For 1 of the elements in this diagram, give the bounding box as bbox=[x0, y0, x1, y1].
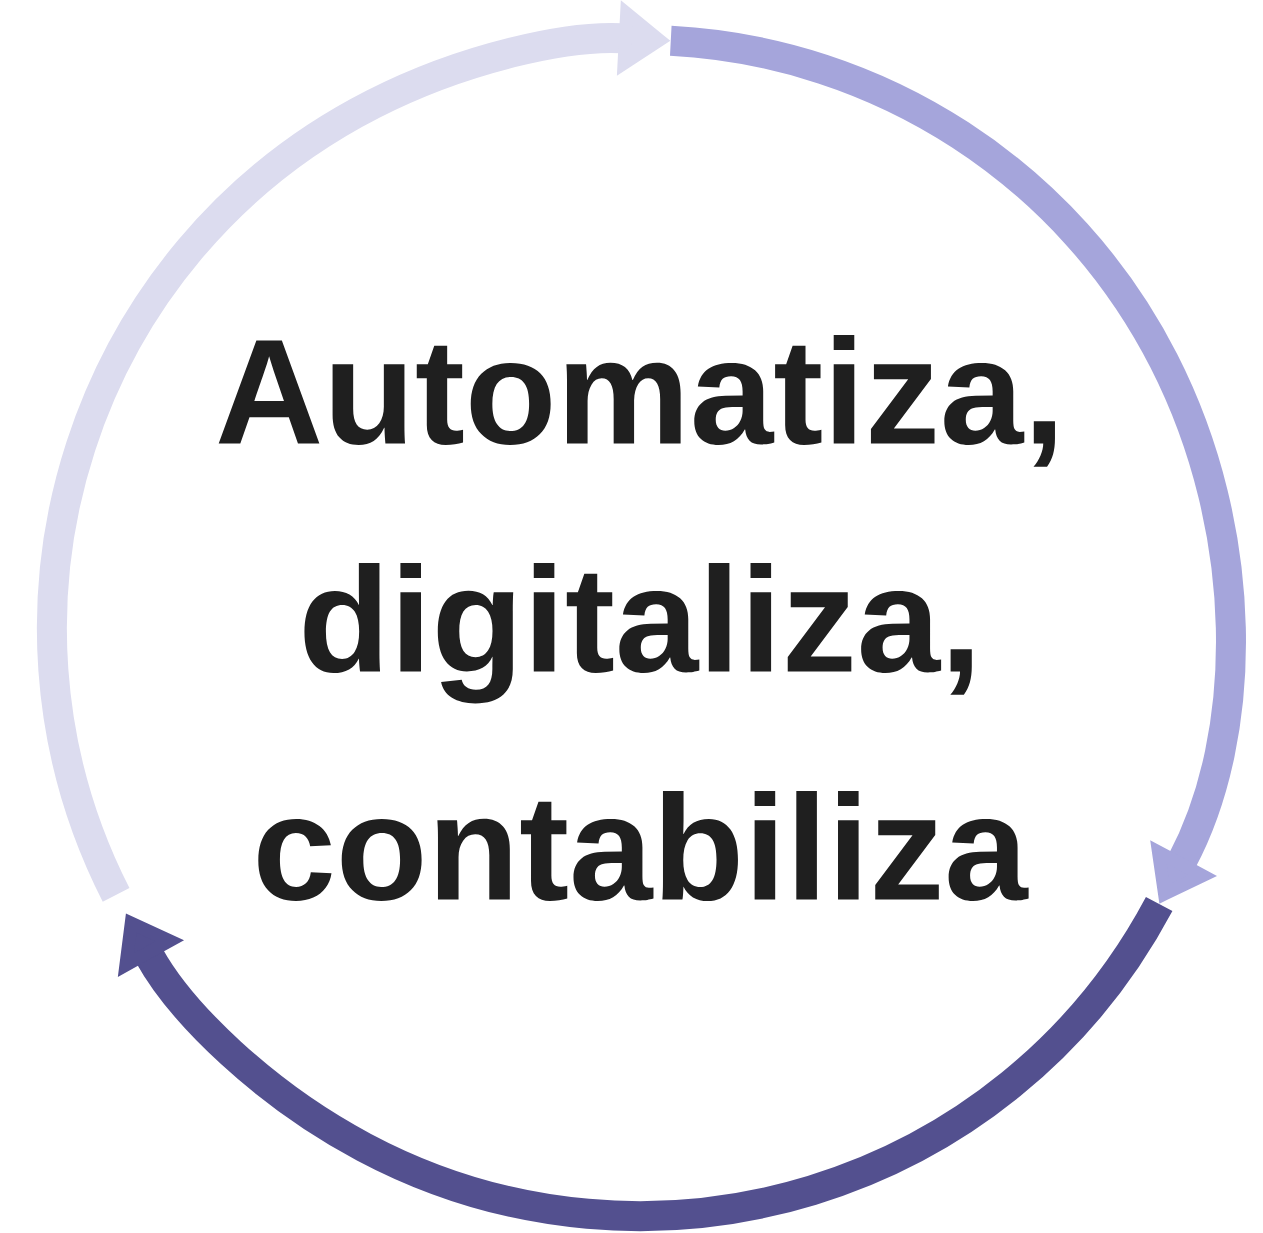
center-text: Automatiza, digitaliza, contabiliza bbox=[218, 334, 1055, 902]
